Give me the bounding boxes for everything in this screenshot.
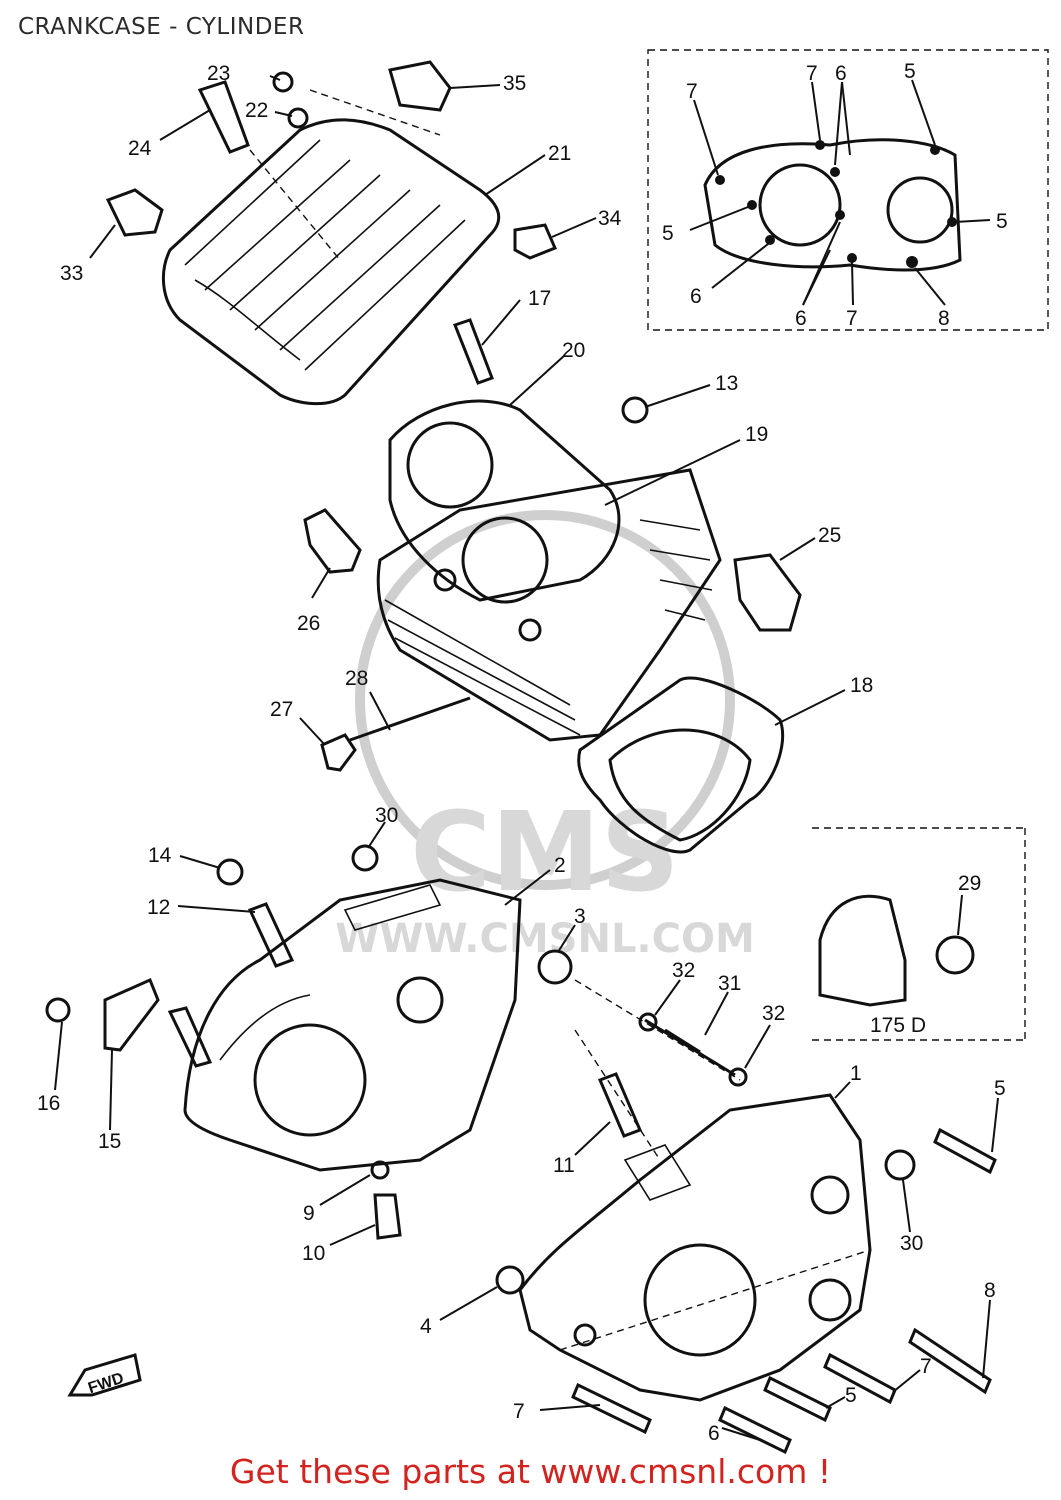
drain-bolt	[373, 1193, 402, 1240]
crankcase-left-half	[183, 878, 522, 1172]
crankcase-right-half	[518, 1093, 872, 1402]
damper-25	[733, 553, 802, 632]
nut-part	[621, 396, 649, 424]
callout-label-2: 2	[554, 854, 566, 877]
callout-label-5: 5	[845, 1384, 857, 1407]
plug-part	[45, 997, 71, 1023]
pipe-joint	[320, 733, 357, 772]
stud-bolt	[453, 318, 494, 385]
base-gasket	[577, 676, 785, 854]
bolt-part	[571, 1382, 652, 1435]
callout-label-8: 8	[984, 1279, 996, 1302]
damper-33	[105, 188, 164, 237]
head-gasket	[388, 399, 621, 604]
callout-label-27: 27	[270, 698, 293, 721]
bolt-part	[823, 1352, 897, 1405]
circlip-part	[370, 1160, 390, 1180]
callout-label-5: 6	[795, 307, 807, 330]
inset-crankcase-top-view	[647, 49, 1049, 331]
callout-label-5: 5	[994, 1077, 1006, 1100]
callout-label-12: 12	[147, 896, 170, 919]
nut-part	[272, 71, 294, 93]
callout-label-24: 24	[128, 137, 152, 160]
callout-label-6: 6	[835, 62, 847, 85]
callout-label-11: 11	[553, 1154, 575, 1177]
damper-34	[513, 223, 557, 260]
stud-bolt	[167, 1006, 213, 1068]
callout-label-6: 6	[708, 1422, 720, 1445]
callout-label-1: 1	[850, 1062, 862, 1085]
callout-label-31: 31	[718, 972, 741, 995]
callout-label-23: 23	[207, 62, 230, 85]
callout-label-20: 20	[562, 339, 585, 362]
callout-label-7: 7	[806, 62, 818, 85]
callout-label-15: 15	[98, 1130, 121, 1153]
callout-label-33: 33	[60, 262, 83, 285]
bolt-part	[908, 1327, 992, 1395]
fwd-label: FWD	[86, 1370, 126, 1397]
callout-label-7: 7	[686, 80, 698, 103]
inset-label-175d: 175 D	[870, 1014, 926, 1037]
oil-pipe	[349, 696, 471, 742]
dowel-pin	[351, 844, 379, 872]
callout-label-17: 17	[528, 287, 551, 310]
callout-label-21: 21	[548, 142, 571, 165]
page-title: CRANKCASE - CYLINDER	[18, 14, 305, 40]
callout-label-28: 28	[345, 667, 368, 690]
callout-label-13: 13	[715, 372, 738, 395]
callout-label-10: 10	[302, 1242, 325, 1265]
cylinder-head	[161, 118, 501, 406]
callout-label-19: 19	[745, 423, 768, 446]
callout-label-7: 7	[846, 307, 858, 330]
plug-part	[216, 858, 244, 886]
washer-part	[287, 107, 309, 129]
circlip-part	[728, 1067, 748, 1087]
callout-label-5: 5	[662, 222, 674, 245]
bearing-part	[495, 1265, 525, 1295]
bolt-part	[933, 1127, 997, 1175]
callout-label-34: 34	[598, 207, 622, 230]
callout-label-16: 16	[37, 1092, 60, 1115]
callout-label-18: 18	[850, 674, 873, 697]
bearing-part	[537, 949, 573, 985]
callout-label-32: 32	[672, 959, 695, 982]
callout-label-32: 32	[762, 1002, 785, 1025]
callout-label-3: 3	[574, 905, 586, 928]
callout-label-7: 7	[920, 1355, 932, 1378]
damper-26	[303, 508, 362, 574]
callout-label-5: 5	[996, 210, 1008, 233]
bracket-part	[103, 977, 160, 1052]
callout-label-30: 30	[375, 804, 398, 827]
inset-175d	[812, 827, 1026, 1041]
circlip-part	[638, 1012, 658, 1032]
callout-label-4: 4	[420, 1315, 432, 1338]
callout-label-22: 22	[245, 99, 268, 122]
callout-label-8: 8	[938, 307, 950, 330]
forward-arrow-icon: FWD	[67, 1353, 142, 1397]
shaft-collar	[664, 1028, 701, 1054]
damper-35	[388, 60, 452, 112]
callout-label-35: 35	[503, 72, 526, 95]
stud-bolt	[247, 902, 295, 968]
callout-leaders	[54, 75, 999, 1441]
bolt-part	[718, 1405, 792, 1455]
spark-plug-part	[197, 80, 250, 154]
bolt-part	[763, 1375, 832, 1423]
watermark-logo-text: CMS	[410, 788, 679, 916]
callout-label-14: 14	[148, 844, 172, 867]
callout-label-30: 30	[900, 1232, 923, 1255]
callout-label-9: 9	[303, 1202, 315, 1225]
callout-label-5: 5	[904, 60, 916, 83]
stud-bolt	[598, 1072, 642, 1138]
footer-link[interactable]: Get these parts at www.cmsnl.com !	[229, 1452, 832, 1491]
callout-label-7: 7	[513, 1400, 525, 1423]
callout-label-6: 6	[690, 285, 702, 308]
callout-label-25: 25	[818, 524, 841, 547]
dowel-pin	[884, 1149, 916, 1181]
callout-label-29: 29	[958, 872, 981, 895]
callout-label-26: 26	[297, 612, 320, 635]
shaft-part	[644, 1018, 736, 1077]
cylinder-block	[376, 468, 722, 742]
